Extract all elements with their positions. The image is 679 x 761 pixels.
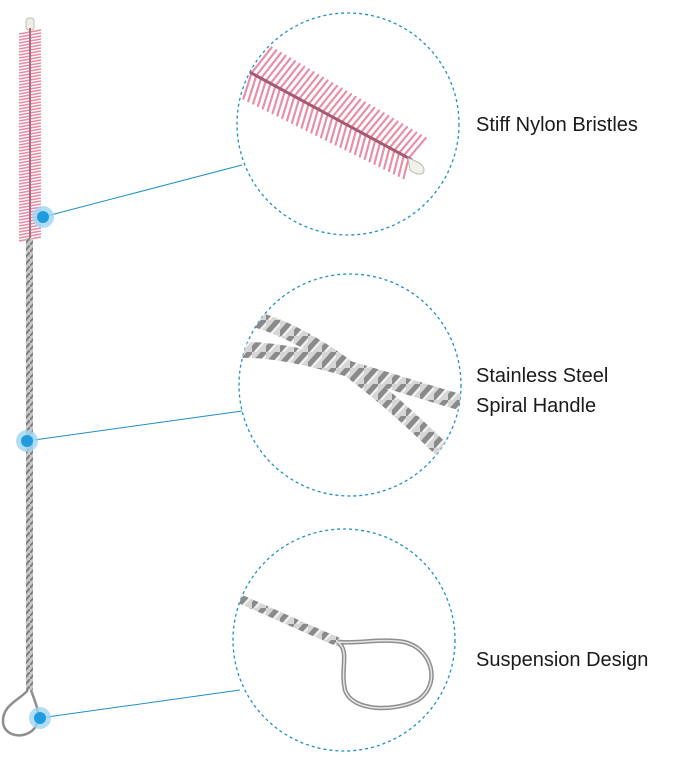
callout-label-line: Suspension Design — [476, 649, 649, 671]
callout-label-bristles: Stiff Nylon Bristles — [476, 110, 638, 140]
detail-circle-suspension — [232, 528, 456, 752]
marker-dot-suspension — [29, 707, 51, 729]
marker-dot-handle — [16, 430, 38, 452]
brush-hanging-loop — [1, 689, 40, 737]
brush-spiral-handle — [26, 238, 33, 690]
marker-dot-bristles — [32, 206, 54, 228]
callout-line-bristles — [42, 164, 243, 218]
callout-line-handle — [26, 410, 243, 442]
callout-label-line: Stiff Nylon Bristles — [476, 114, 638, 136]
callout-line-suspension — [39, 689, 241, 719]
detail-circle-bristles — [236, 12, 460, 236]
detail-circle-handle — [238, 273, 462, 497]
callout-label-line: Stainless Steel — [476, 365, 609, 387]
callout-label-handle: Stainless Steel Spiral Handle — [476, 361, 608, 421]
callout-label-line: Spiral Handle — [476, 395, 597, 417]
brush-bristle-head — [18, 17, 42, 242]
callout-label-suspension: Suspension Design — [476, 645, 648, 675]
brush-full-view — [1, 17, 42, 737]
